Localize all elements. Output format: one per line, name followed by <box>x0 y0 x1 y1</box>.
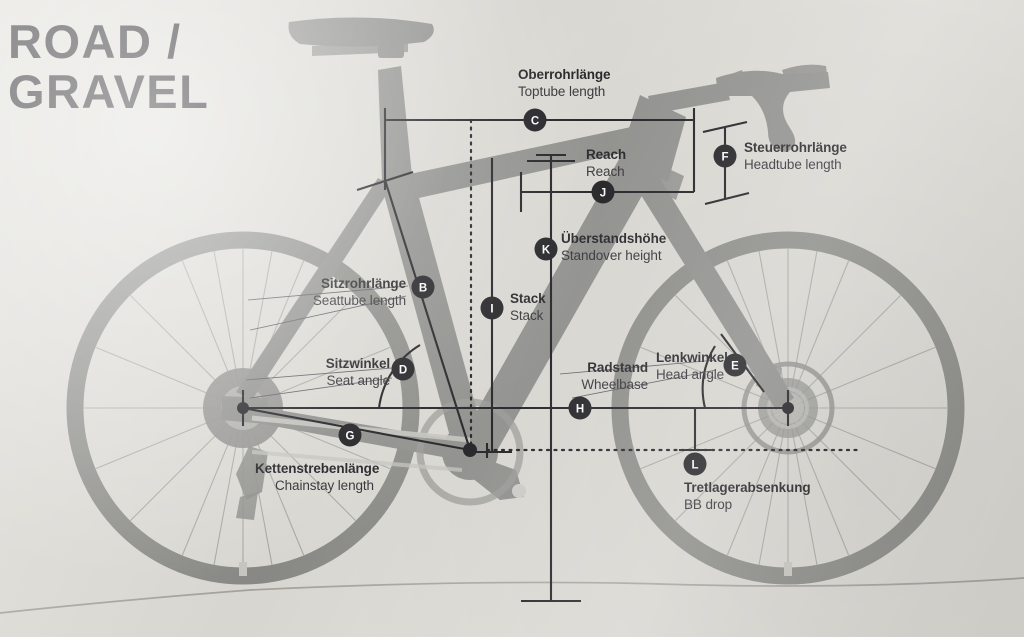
label-de: Radstand <box>587 360 648 375</box>
label-en: Seat angle <box>326 373 390 388</box>
label-de: Sitzwinkel <box>326 356 390 371</box>
label-de: Tretlagerabsenkung <box>684 480 811 495</box>
label-en: Headtube length <box>744 157 842 172</box>
marker-G-letter: G <box>346 431 355 443</box>
label-de: Stack <box>510 291 546 306</box>
marker-C-letter: C <box>531 116 539 128</box>
label-bb-drop: Tretlagerabsenkung BB drop L <box>683 452 811 512</box>
label-de: Kettenstrebenlänge <box>255 461 380 476</box>
label-toptube-length: Oberrohrlänge Toptube length C <box>518 67 611 132</box>
paper-crease <box>0 577 1024 614</box>
bottom-bracket-centre <box>463 443 477 457</box>
label-en: Toptube length <box>518 84 605 99</box>
label-en: BB drop <box>684 497 732 512</box>
marker-J-letter: J <box>600 188 606 200</box>
label-de: Überstandshöhe <box>561 231 667 246</box>
label-en: Reach <box>586 164 625 179</box>
label-en: Wheelbase <box>581 377 648 392</box>
marker-I-letter: I <box>490 304 493 316</box>
marker-D-letter: D <box>399 365 407 377</box>
label-en: Seattube length <box>313 293 406 308</box>
label-head-angle: Lenkwinkel Head angle E <box>656 350 747 382</box>
marker-H-letter: H <box>576 404 584 416</box>
label-headtube-length: Steuerrohrlänge Headtube length F <box>713 140 847 172</box>
label-en: Standover height <box>561 248 662 263</box>
label-de: Lenkwinkel <box>656 350 728 365</box>
label-de: Steuerrohrlänge <box>744 140 847 155</box>
title-line-2: GRAVEL <box>8 65 209 118</box>
marker-K-letter: K <box>542 245 551 257</box>
title-line-1: ROAD / <box>8 15 182 68</box>
front-hub-centre <box>782 402 794 414</box>
label-en: Chainstay length <box>275 478 374 493</box>
label-wheelbase: Radstand Wheelbase H <box>568 360 648 420</box>
label-en: Head angle <box>656 367 724 382</box>
label-de: Sitzrohrlänge <box>321 276 407 291</box>
rear-hub-centre <box>237 402 249 414</box>
label-de: Reach <box>586 147 626 162</box>
marker-E-letter: E <box>731 361 739 373</box>
label-en: Stack <box>510 308 544 323</box>
marker-F-letter: F <box>721 152 728 164</box>
poster-title: ROAD / GRAVEL <box>8 15 209 118</box>
marker-L-letter: L <box>691 460 698 472</box>
marker-B-letter: B <box>419 283 427 295</box>
label-de: Oberrohrlänge <box>518 67 611 82</box>
